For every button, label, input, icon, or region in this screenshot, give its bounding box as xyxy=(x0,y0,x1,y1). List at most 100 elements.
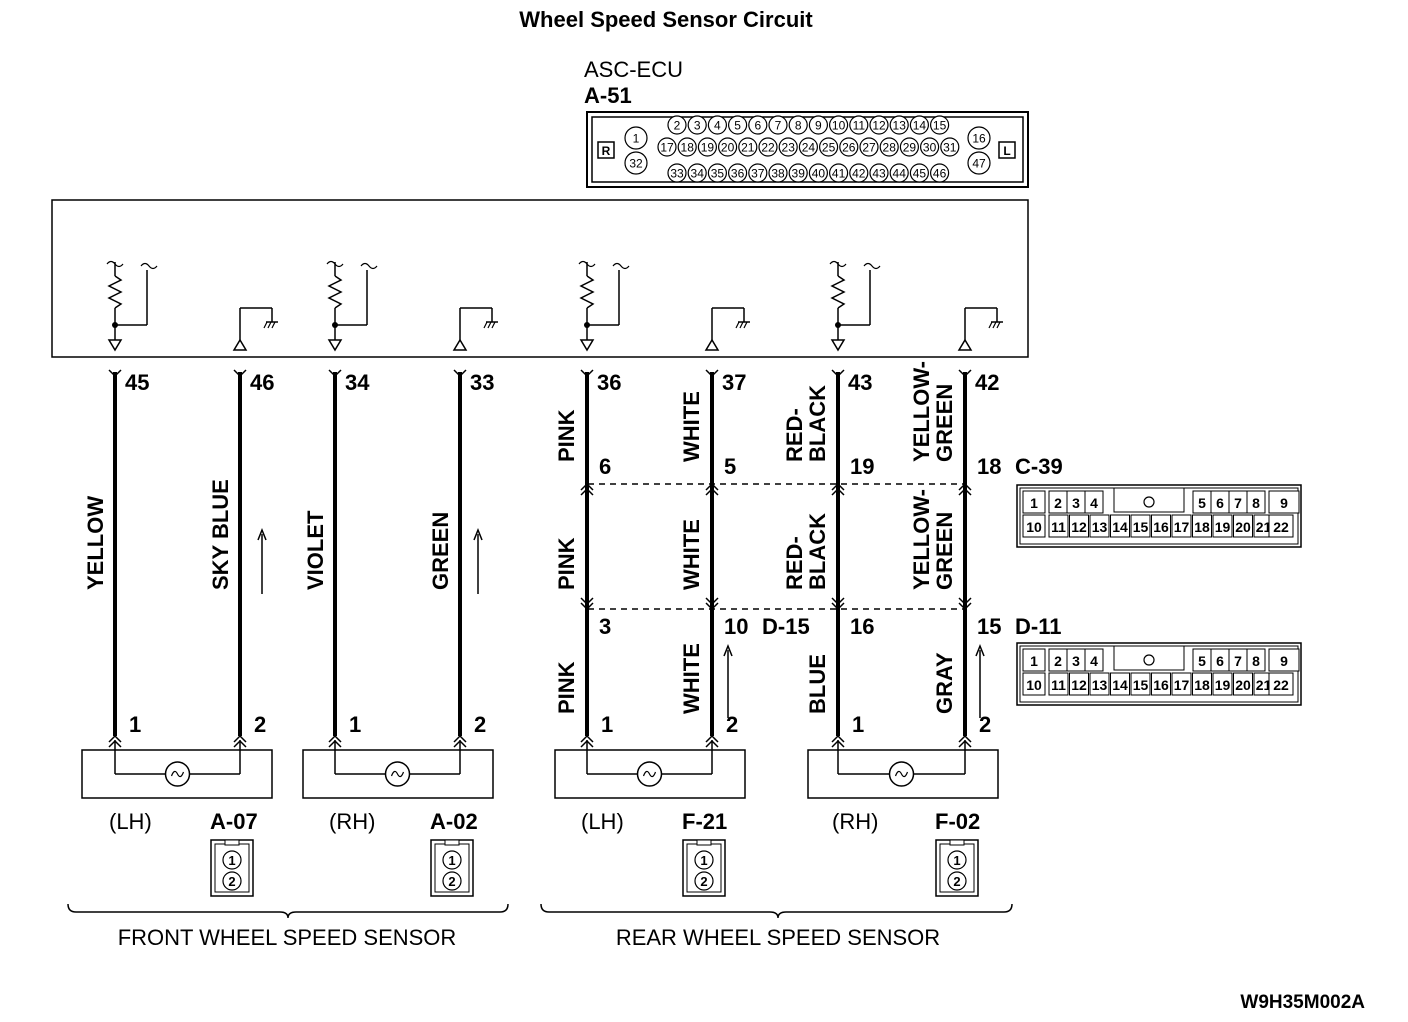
pin-circle xyxy=(909,163,930,183)
d-pin-number: 15 xyxy=(977,614,1001,639)
ecu-side-r: R xyxy=(602,144,611,158)
pin-number: 8 xyxy=(795,119,802,133)
pin-circle xyxy=(442,871,462,891)
pin-cell xyxy=(1130,672,1151,696)
sensor-pin-number: 2 xyxy=(474,712,486,737)
pin-number: 13 xyxy=(1092,519,1108,535)
sensor-ac-symbol xyxy=(170,770,185,778)
c39-pin-number: 19 xyxy=(850,454,874,479)
pin-number: 19 xyxy=(1215,677,1231,693)
pin-circle xyxy=(624,126,648,150)
wire-color-label: BLACK xyxy=(805,385,830,462)
wire-color-label: GREEN xyxy=(428,512,453,590)
sensor-pin-number: 1 xyxy=(349,712,361,737)
ground-symbol xyxy=(487,321,492,329)
pin-circle xyxy=(442,850,462,870)
pin-number: 37 xyxy=(751,167,765,181)
pin-number: 2 xyxy=(1054,495,1062,511)
sensor-connector-latch xyxy=(696,839,712,846)
ecu-side-l: L xyxy=(1003,144,1010,158)
sensor-connector-label: F-21 xyxy=(682,809,727,834)
pin-number: 20 xyxy=(1235,519,1251,535)
c39-pin-number: 6 xyxy=(599,454,611,479)
pin-circle xyxy=(222,871,242,891)
ground-symbol xyxy=(491,321,496,329)
supply-symbol xyxy=(360,262,378,270)
pin-cell xyxy=(1192,514,1212,538)
ecu-pin-number: 36 xyxy=(597,370,621,395)
pin-circle xyxy=(758,137,778,157)
pin-circle xyxy=(889,163,909,183)
pin-number: 32 xyxy=(629,157,643,171)
sensor-side-label: (RH) xyxy=(329,809,375,834)
pin-circle xyxy=(222,850,242,870)
ecu-name: ASC-ECU xyxy=(584,57,683,82)
c39-pin-number: 5 xyxy=(724,454,736,479)
pin-circle xyxy=(778,137,798,157)
pin-number: 45 xyxy=(913,167,927,181)
terminal-chevron xyxy=(580,487,594,496)
sensor-pin-number: 2 xyxy=(979,712,991,737)
ground-symbol xyxy=(267,321,272,329)
pin-number: 18 xyxy=(1194,519,1210,535)
pin-cell xyxy=(1022,672,1046,696)
wire-color-label: RED- xyxy=(782,536,807,590)
pin-cell xyxy=(1089,672,1110,696)
pin-number: 43 xyxy=(872,167,886,181)
sensor-ac-symbol xyxy=(894,770,909,778)
pin-number: 11 xyxy=(1051,519,1066,535)
sensor-body xyxy=(81,749,273,799)
pin-number: 30 xyxy=(923,141,937,155)
supply-symbol xyxy=(863,262,881,270)
pin-circle xyxy=(657,137,677,157)
junction-d11-label: D-11 xyxy=(1015,614,1061,639)
pin-circle xyxy=(687,115,707,135)
terminal-chevron xyxy=(580,597,594,606)
terminal-chevron xyxy=(328,734,342,743)
pin-number: 28 xyxy=(883,141,897,155)
pin-number: 1 xyxy=(953,853,960,868)
terminal-chevron xyxy=(705,734,719,743)
pin-number: 17 xyxy=(1174,519,1190,535)
input-triangle xyxy=(579,339,595,352)
sensor-pin-number: 1 xyxy=(129,712,141,737)
pin-circle xyxy=(808,163,829,183)
pin-number: 2 xyxy=(1054,653,1062,669)
supply-symbol xyxy=(612,262,630,270)
pin-number: 22 xyxy=(1273,677,1289,693)
ecu-internal-box xyxy=(51,199,1029,358)
sensor-side-label: (RH) xyxy=(832,809,878,834)
pin-number: 20 xyxy=(721,141,735,155)
pin-circle xyxy=(727,115,748,135)
pin-number: 27 xyxy=(862,141,876,155)
pin-circle xyxy=(738,137,758,157)
pin-number: 15 xyxy=(1133,519,1149,535)
wire-color-label: PINK xyxy=(554,661,579,714)
pin-circle xyxy=(947,850,967,870)
pin-number: 8 xyxy=(1252,495,1260,511)
signal-arrowhead xyxy=(257,527,267,541)
pin-circle xyxy=(687,163,707,183)
pin-number: 1 xyxy=(228,853,235,868)
pin-number: 6 xyxy=(1216,495,1224,511)
pin-number: 16 xyxy=(1153,519,1169,535)
wire-color-label: YELLOW- xyxy=(909,489,934,590)
pin-number: 8 xyxy=(1252,653,1260,669)
ground-symbol xyxy=(992,321,997,329)
pin-number: 16 xyxy=(1153,677,1169,693)
pin-circle xyxy=(717,137,738,157)
pin-cell xyxy=(1151,672,1171,696)
signal-arrowhead xyxy=(723,643,733,657)
wire-color-label: GREEN xyxy=(932,512,957,590)
pin-circle xyxy=(839,137,859,157)
wire-color-label: SKY BLUE xyxy=(208,479,233,590)
pin-cell xyxy=(1084,648,1104,672)
